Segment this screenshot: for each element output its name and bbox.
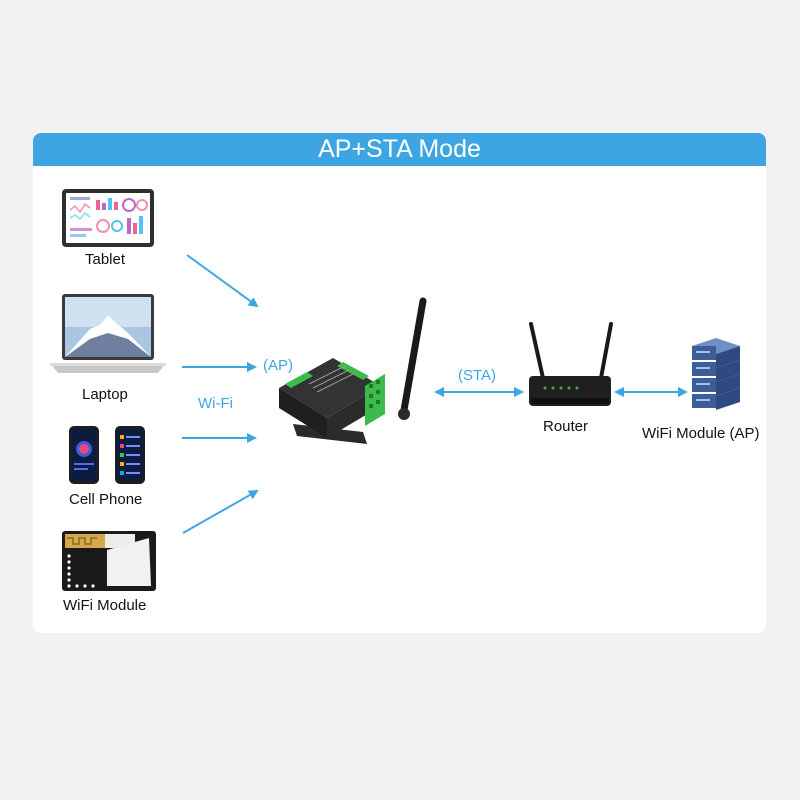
- sta-label: (STA): [458, 367, 497, 384]
- title-bar: AP+STA Mode: [33, 133, 766, 166]
- cell-phone-label: Cell Phone: [69, 491, 143, 508]
- wifi-module-label: WiFi Module: [63, 597, 147, 614]
- cell-phone-icon: [69, 426, 145, 484]
- ap-label: (AP): [263, 357, 293, 374]
- connection-arrows: [182, 254, 688, 534]
- wifi-module-icon: [62, 531, 156, 591]
- serial-server-icon: [279, 297, 427, 444]
- arrow-wifi-module: [182, 490, 259, 534]
- arrow-tablet: [186, 254, 259, 308]
- diagram-panel: AP+STA Mode: [33, 133, 766, 633]
- page-title: AP+STA Mode: [318, 135, 481, 163]
- tablet-label: Tablet: [85, 251, 126, 268]
- laptop-label: Laptop: [82, 386, 128, 403]
- router-icon: [529, 322, 613, 406]
- tablet-icon: [62, 189, 154, 247]
- wifi-module-ap-label: WiFi Module (AP): [642, 425, 760, 442]
- router-label: Router: [543, 418, 589, 435]
- laptop-icon: [50, 294, 166, 373]
- server-stack-icon: [692, 338, 740, 410]
- wifi-label: Wi-Fi: [198, 395, 233, 412]
